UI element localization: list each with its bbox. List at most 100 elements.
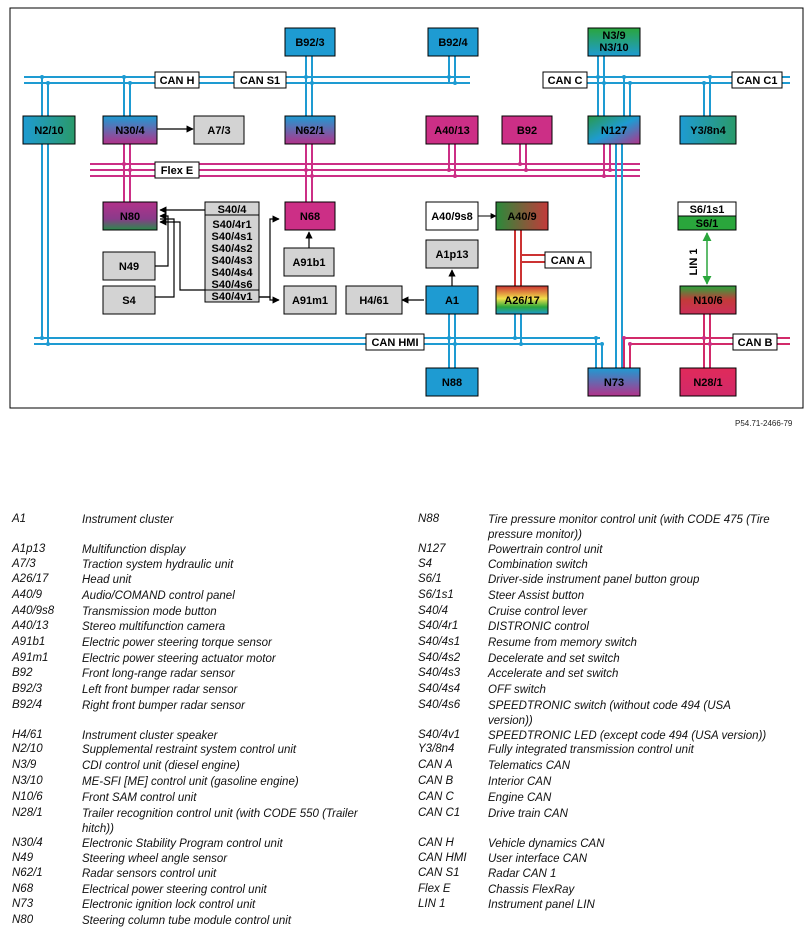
legend-code: N10/6 — [12, 791, 43, 803]
legend-description: DISTRONIC control — [488, 621, 589, 633]
bus-label-can-h: CAN H — [160, 75, 195, 87]
box-n30-4 — [102, 115, 158, 145]
legend-description: Instrument cluster — [82, 514, 174, 526]
bus-label-flex-e: Flex E — [161, 165, 193, 177]
legend-code: CAN C — [418, 791, 454, 803]
legend-description: Electronic Stability Program control uni… — [82, 838, 283, 850]
legend-code: S40/4s3 — [418, 667, 461, 679]
box-a7-3 — [193, 115, 245, 145]
legend-code: CAN H — [418, 837, 454, 849]
legend-code: S40/4s2 — [418, 652, 461, 664]
box-n2-10 — [22, 115, 76, 145]
label-s40-4: S40/4 — [218, 204, 248, 216]
bus-label-boxes: CAN H CAN S1 CAN C CAN C1 Flex E CAN A C… — [154, 71, 783, 351]
bus-label-can-c1: CAN C1 — [737, 75, 778, 87]
label-a7-3: A7/3 — [207, 125, 230, 137]
label-n3-9: N3/9 — [602, 30, 625, 42]
box-n73 — [587, 367, 641, 397]
label-s40-4s1: S40/4s1 — [212, 231, 253, 243]
label-n80: N80 — [120, 211, 140, 223]
legend-code: S40/4r1 — [418, 620, 459, 632]
legend-description: Accelerate and set switch — [488, 668, 619, 680]
legend-code: S6/1s1 — [418, 589, 454, 601]
legend-description: Right front bumper radar sensor — [82, 700, 245, 712]
legend-code: CAN A — [418, 759, 453, 771]
label-y3-8n4: Y3/8n4 — [690, 125, 726, 137]
box-b92-3 — [284, 27, 336, 57]
legend-description: Resume from memory switch — [488, 637, 637, 649]
legend-code: S40/4 — [418, 605, 449, 617]
box-b92 — [501, 115, 553, 145]
legend-description: Transmission mode button — [82, 606, 217, 618]
legend-code: CAN HMI — [418, 852, 467, 864]
legend-code: S40/4v1 — [418, 729, 461, 741]
legend-code: CAN C1 — [418, 807, 461, 819]
legend-code: S40/4s1 — [418, 636, 461, 648]
label-n68: N68 — [300, 211, 320, 223]
legend-code: A26/17 — [12, 573, 49, 585]
box-s40-4-group — [204, 201, 260, 303]
legend-description: Combination switch — [488, 559, 588, 571]
label-h4-61: H4/61 — [359, 295, 388, 307]
legend-code: H4/61 — [12, 729, 43, 741]
box-a1p13 — [425, 239, 479, 269]
box-a91m1 — [283, 285, 337, 315]
label-n88: N88 — [442, 377, 462, 389]
legend-description: Electric power steering torque sensor — [82, 637, 272, 649]
signal-arrows — [155, 125, 456, 304]
label-s40-4s3: S40/4s3 — [212, 255, 253, 267]
label-a40-13: A40/13 — [434, 125, 469, 137]
legend-description: Stereo multifunction camera — [82, 621, 226, 633]
legend-code: CAN S1 — [418, 867, 460, 879]
legend-description: Electronic ignition lock control unit — [82, 899, 256, 911]
legend-description: Driver-side instrument panel button grou… — [488, 574, 700, 586]
box-s4 — [102, 285, 156, 315]
legend-description: Supplemental restraint system control un… — [82, 744, 297, 756]
label-n127: N127 — [601, 125, 627, 137]
label-b92: B92 — [517, 125, 537, 137]
label-s40-4s6: S40/4s6 — [212, 279, 253, 291]
legend-description: CDI control unit (diesel engine) — [82, 760, 240, 772]
legend-code: N62/1 — [12, 867, 43, 879]
legend-description: Electrical power steering control unit — [82, 884, 267, 896]
can-hmi-bus — [34, 314, 603, 368]
box-n3-9 — [587, 27, 641, 57]
label-s40-4s2: S40/4s2 — [212, 243, 253, 255]
bus-label-can-a: CAN A — [551, 255, 585, 267]
bus-label-can-s1: CAN S1 — [240, 75, 280, 87]
legend-code: N3/9 — [12, 759, 37, 771]
legend-description: Steer Assist button — [488, 590, 585, 602]
legend-code: Y3/8n4 — [418, 743, 455, 755]
legend-description: Steering wheel angle sensor — [82, 853, 228, 865]
legend-code: A91b1 — [12, 636, 46, 648]
bus-label-can-b: CAN B — [738, 337, 773, 349]
legend-description: Left front bumper radar sensor — [82, 684, 238, 696]
label-n2-10: N2/10 — [34, 125, 63, 137]
legend-description: SPEEDTRONIC LED (except code 494 (USA ve… — [488, 730, 767, 742]
legend-description: Tire pressure monitor control unit (with… — [488, 514, 770, 541]
label-n10-6: N10/6 — [693, 295, 722, 307]
legend-code: A91m1 — [12, 652, 49, 664]
label-n49: N49 — [119, 261, 139, 273]
legend-description: Trailer recognition control unit (with C… — [82, 808, 358, 835]
label-n28-1: N28/1 — [693, 377, 722, 389]
legend-code: N30/4 — [12, 837, 43, 849]
legend-code: A40/13 — [12, 620, 49, 632]
legend-code: B92/4 — [12, 699, 43, 711]
legend-description: Front SAM control unit — [82, 792, 197, 804]
legend-code: LIN 1 — [418, 898, 446, 910]
legend-code: A7/3 — [12, 558, 36, 570]
box-a40-13 — [425, 115, 479, 145]
flex-dots — [122, 162, 712, 346]
legend-code: N3/10 — [12, 775, 43, 787]
label-s4: S4 — [122, 295, 136, 307]
legend-description: Front long-range radar sensor — [82, 668, 235, 680]
label-a91m1: A91m1 — [292, 295, 328, 307]
box-n10-6 — [679, 285, 737, 315]
legend-description: Fully integrated transmission control un… — [488, 744, 694, 756]
box-s6-1 — [677, 215, 737, 231]
junction-dots — [40, 75, 712, 346]
box-a91b1 — [283, 247, 335, 277]
box-n127 — [587, 115, 641, 145]
legend-code: Flex E — [418, 883, 451, 895]
